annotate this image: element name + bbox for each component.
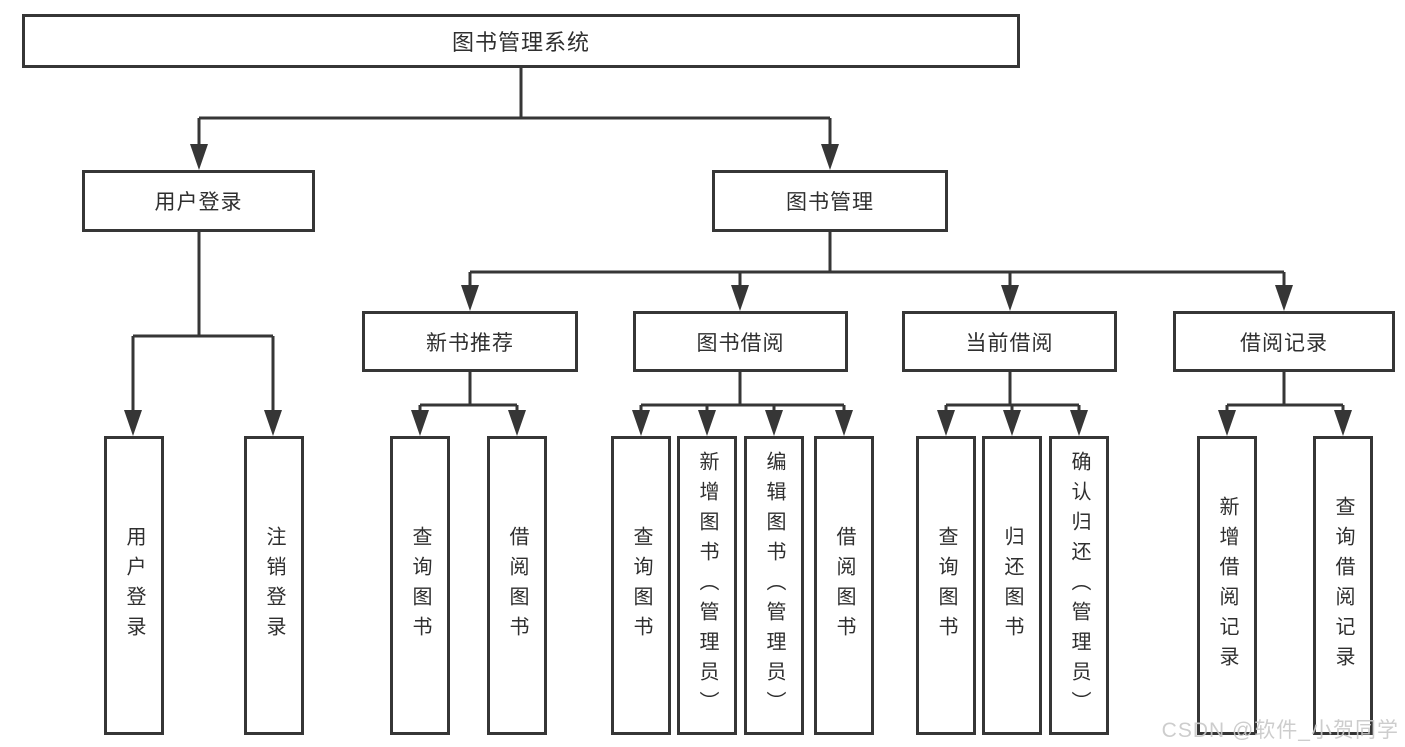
- leaf-add-book-admin: 新增图书（管理员）: [677, 436, 737, 735]
- node-borrowing-records: 借阅记录: [1173, 311, 1395, 372]
- leaf-query-books-1-label: 查询图书: [409, 525, 431, 646]
- node-new-book-recommend: 新书推荐: [362, 311, 578, 372]
- leaf-logout: 注销登录: [244, 436, 304, 735]
- node-library-system-label: 图书管理系统: [451, 30, 590, 55]
- node-current-borrowing-label: 当前借阅: [965, 331, 1054, 355]
- node-book-management: 图书管理: [712, 170, 948, 232]
- leaf-borrow-books-1: 借阅图书: [487, 436, 547, 735]
- leaf-return-books: 归还图书: [982, 436, 1042, 735]
- leaf-logout-label: 注销登录: [263, 525, 285, 646]
- leaf-query-books-3-label: 查询图书: [935, 525, 957, 646]
- node-user-login: 用户登录: [82, 170, 315, 232]
- leaf-confirm-return-admin: 确认归还（管理员）: [1049, 436, 1109, 735]
- node-library-system: 图书管理系统: [22, 14, 1020, 68]
- leaf-add-book-admin-label: 新增图书（管理员）: [696, 450, 718, 721]
- leaf-borrow-books-2-label: 借阅图书: [833, 525, 855, 646]
- leaf-add-borrow-record-label: 新增借阅记录: [1216, 495, 1238, 676]
- leaf-borrow-books-2: 借阅图书: [814, 436, 874, 735]
- leaf-query-books-2-label: 查询图书: [630, 525, 652, 646]
- node-book-management-label: 图书管理: [786, 191, 874, 214]
- leaf-query-books-3: 查询图书: [916, 436, 976, 735]
- node-current-borrowing: 当前借阅: [902, 311, 1117, 372]
- leaf-confirm-return-admin-label: 确认归还（管理员）: [1068, 450, 1090, 721]
- node-new-book-recommend-label: 新书推荐: [426, 331, 514, 355]
- leaf-query-borrow-record-label: 查询借阅记录: [1332, 495, 1354, 676]
- leaf-edit-book-admin: 编辑图书（管理员）: [744, 436, 804, 735]
- leaf-query-borrow-record: 查询借阅记录: [1313, 436, 1373, 735]
- leaf-add-borrow-record: 新增借阅记录: [1197, 436, 1257, 735]
- node-book-borrowing-label: 图书借阅: [696, 331, 785, 355]
- node-borrowing-records-label: 借阅记录: [1240, 331, 1328, 355]
- leaf-query-books-2: 查询图书: [611, 436, 671, 735]
- node-book-borrowing: 图书借阅: [633, 311, 848, 372]
- leaf-borrow-books-1-label: 借阅图书: [506, 525, 528, 646]
- leaf-edit-book-admin-label: 编辑图书（管理员）: [763, 450, 785, 721]
- watermark: CSDN @软件_小贺同学: [1161, 719, 1399, 742]
- leaf-query-books-1: 查询图书: [390, 436, 450, 735]
- leaf-return-books-label: 归还图书: [1001, 525, 1023, 646]
- leaf-user-login: 用户登录: [104, 436, 164, 735]
- leaf-user-login-label: 用户登录: [123, 525, 145, 646]
- node-user-login-label: 用户登录: [154, 191, 243, 214]
